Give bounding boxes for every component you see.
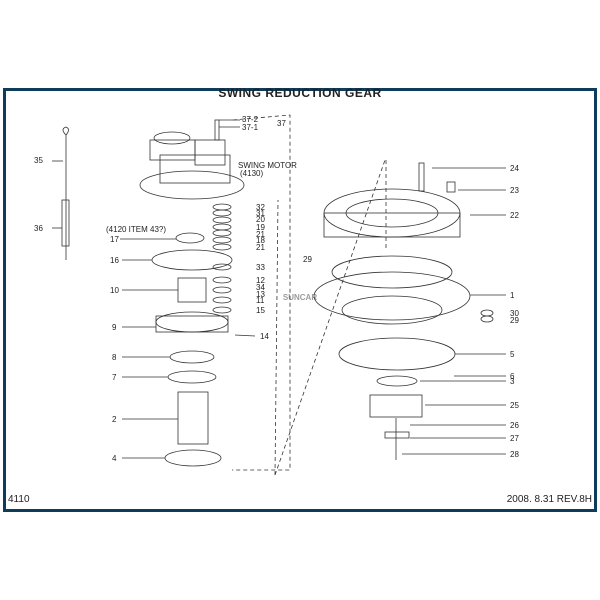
item-ref-label: (4120 ITEM 43?) — [106, 225, 166, 234]
callout-20: 20 — [256, 215, 265, 224]
part-16 — [151, 249, 233, 271]
part-5 — [338, 337, 456, 371]
callout-37: 37 — [277, 119, 286, 128]
callout-22: 22 — [510, 211, 519, 220]
callout-30: 30 — [510, 309, 519, 318]
part-1 — [313, 271, 471, 321]
part-7 — [167, 370, 217, 384]
callout-29b: 29 — [510, 316, 519, 325]
callout-2: 2 — [112, 415, 117, 424]
callout-18: 18 — [256, 236, 265, 245]
callout-5: 5 — [510, 350, 515, 359]
callout-9: 9 — [112, 323, 117, 332]
callout-4: 4 — [112, 454, 117, 463]
callout-7: 7 — [112, 373, 117, 382]
page-number: 4110 — [8, 494, 30, 505]
diagram-frame — [3, 88, 597, 512]
revision-label: 2008. 8.31 REV.8H — [506, 494, 592, 505]
part-8 — [169, 350, 215, 364]
swing-motor-ref: (4130) — [240, 169, 263, 178]
callout-6: 6 — [510, 372, 515, 381]
callout-31: 31 — [256, 209, 265, 218]
callout-37-2: 37-2 — [242, 115, 259, 124]
part-23 — [446, 181, 456, 193]
callout-14: 14 — [260, 332, 269, 341]
callout-12: 12 — [256, 276, 265, 285]
callout-26: 26 — [510, 421, 519, 430]
callout-24: 24 — [510, 164, 519, 173]
callout-21a: 21 — [256, 230, 265, 239]
callout-21b: 21 — [256, 243, 265, 252]
callout-23: 23 — [510, 186, 519, 195]
callout-34: 34 — [256, 283, 265, 292]
part-2 — [177, 391, 209, 445]
page-title: SWING REDUCTION GEAR — [218, 86, 382, 100]
callout-15: 15 — [256, 306, 265, 315]
callout-33: 33 — [256, 263, 265, 272]
callout-28: 28 — [510, 450, 519, 459]
part-10 — [177, 277, 207, 303]
callout-32: 32 — [256, 203, 265, 212]
callout-25: 25 — [510, 401, 519, 410]
swing-motor-flange — [139, 170, 245, 200]
part-9 — [155, 311, 229, 333]
callout-35: 35 — [34, 156, 43, 165]
callout-8: 8 — [112, 353, 117, 362]
callout-16: 16 — [110, 256, 119, 265]
part-24 — [418, 162, 425, 192]
watermark: SUNCAR — [283, 293, 317, 302]
part-3 — [376, 375, 418, 387]
part-4 — [164, 449, 222, 467]
callout-13: 13 — [256, 290, 265, 299]
callout-36: 36 — [34, 224, 43, 233]
callout-11: 11 — [256, 296, 265, 305]
callout-29a: 29 — [303, 255, 312, 264]
part-25 — [369, 394, 423, 418]
swing-motor-label: SWING MOTOR — [238, 161, 297, 170]
callout-10: 10 — [110, 286, 119, 295]
part-17 — [175, 232, 205, 244]
callout-3: 3 — [510, 377, 515, 386]
callout-1: 1 — [510, 291, 515, 300]
callout-17: 17 — [110, 235, 119, 244]
callout-37-1: 37-1 — [242, 123, 259, 132]
callout-19: 19 — [256, 223, 265, 232]
callout-27: 27 — [510, 434, 519, 443]
